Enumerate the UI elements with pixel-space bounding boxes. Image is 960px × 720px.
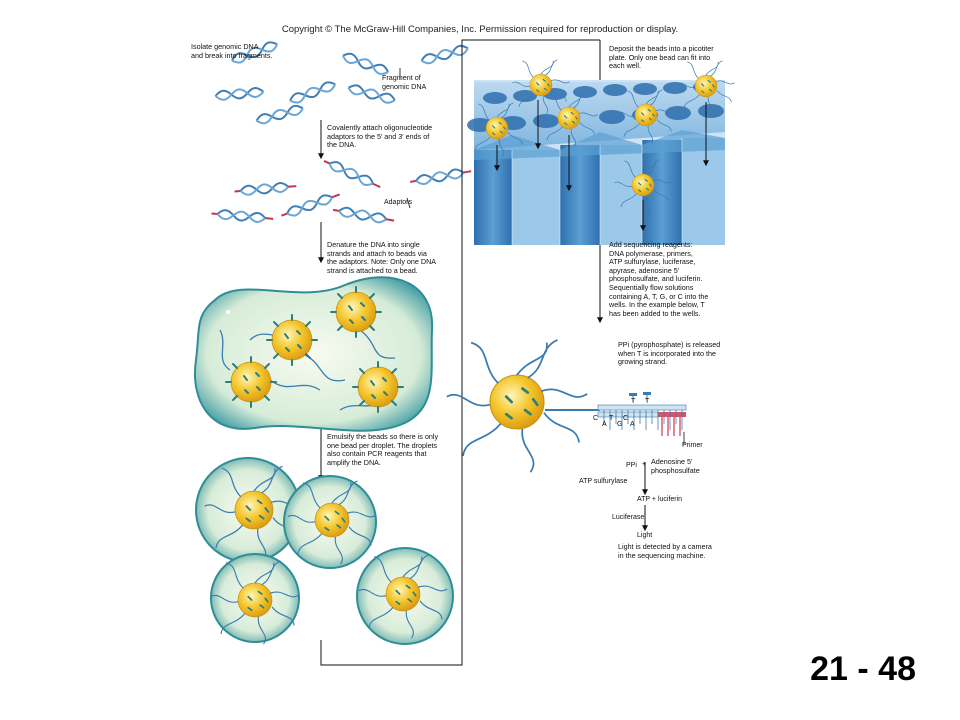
base-c-label: C bbox=[623, 415, 629, 422]
step-isolate-text: Isolate genomic DNA and break into fragm… bbox=[191, 42, 273, 60]
light-label: Light bbox=[637, 532, 653, 539]
aps-label: Adenosine 5′ phosphosulfate bbox=[651, 457, 700, 475]
light-detected-text: Light is detected by a camera in the seq… bbox=[618, 542, 712, 560]
step-emulsify-text: Emulsify the beads so there is only one … bbox=[327, 432, 439, 467]
step-denature-text: Denature the DNA into single strands and… bbox=[327, 240, 437, 275]
base-t-label: T bbox=[609, 415, 614, 422]
ppi-release-text: PPi (pyrophosphate) is released when T i… bbox=[618, 340, 721, 367]
beads-blob bbox=[194, 276, 434, 432]
adaptors-label: Adaptors bbox=[384, 199, 413, 206]
template-strand bbox=[597, 404, 687, 411]
step-deposit-text: Deposit the beads into a picotiter plate… bbox=[609, 44, 714, 71]
incoming-t-nucleotides bbox=[629, 392, 651, 402]
ppi-label: PPi bbox=[626, 462, 637, 469]
step-attach-text: Covalently attach oligonucleotide adapto… bbox=[327, 123, 433, 150]
plus-sign: + bbox=[642, 461, 647, 468]
droplet-2 bbox=[283, 475, 378, 569]
sequencing-bead bbox=[445, 338, 687, 474]
adaptors-pointer bbox=[406, 197, 411, 209]
dna-with-adaptors bbox=[211, 157, 472, 225]
base-t-label: T bbox=[645, 398, 650, 405]
emulsion-droplets bbox=[195, 457, 454, 646]
copyright-notice: Copyright © The McGraw-Hill Companies, I… bbox=[281, 24, 679, 35]
luciferase-label: Luciferase bbox=[612, 514, 645, 521]
genomic-dna-fragments bbox=[214, 38, 471, 127]
picotiter-plate bbox=[467, 59, 736, 245]
base-t-label: T bbox=[631, 398, 636, 405]
slide-number: 21 - 48 bbox=[810, 650, 916, 688]
base-a-label: A bbox=[630, 421, 635, 428]
primer-strand bbox=[658, 412, 686, 417]
step-reagents-text: Add sequencing reagents: DNA polymerase,… bbox=[609, 240, 709, 318]
atp-sulfurylase-label: ATP sulfurylase bbox=[579, 478, 628, 485]
droplet-4 bbox=[356, 547, 454, 645]
droplet-3 bbox=[209, 553, 301, 646]
fragment-label: Fragment of genomic DNA bbox=[382, 73, 427, 91]
base-a-label: A bbox=[602, 421, 607, 428]
left-flow-arrows bbox=[318, 39, 603, 666]
atp-luciferin-label: ATP + luciferin bbox=[637, 496, 683, 503]
base-c-label: C bbox=[593, 415, 599, 422]
primer-label: Primer bbox=[682, 442, 703, 449]
base-g-label: G bbox=[617, 421, 623, 428]
